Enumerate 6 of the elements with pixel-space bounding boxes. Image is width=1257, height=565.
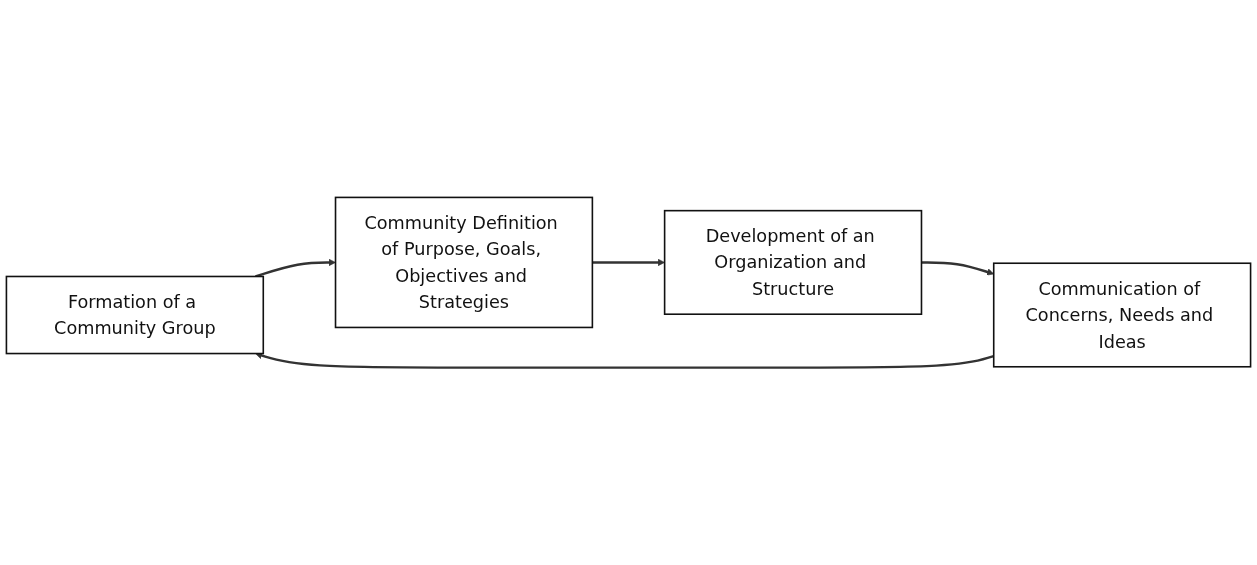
arrow	[592, 258, 665, 266]
node-box: Formation of a Community Group	[5, 275, 265, 355]
node-box: Communication of Concerns, Needs and Ideas	[992, 262, 1252, 368]
node-box: Community Definition of Purpose, Goals, Objectives and Strategies	[334, 196, 594, 329]
node-box: Development of an Organization and Structure	[663, 209, 923, 315]
arrow	[255, 258, 336, 278]
